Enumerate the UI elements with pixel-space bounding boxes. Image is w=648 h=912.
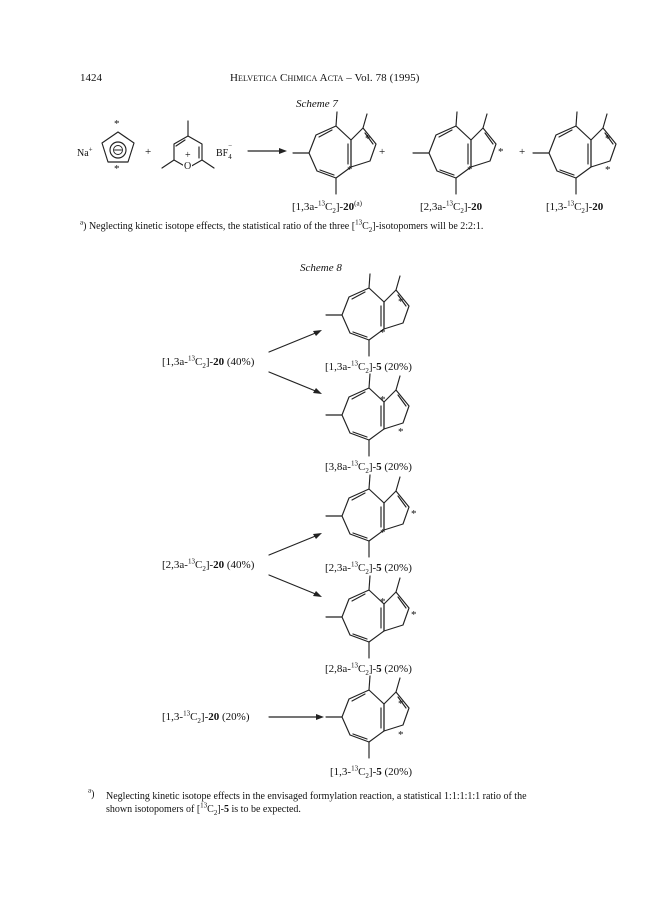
page-number: 1424 (80, 72, 102, 84)
label-star: * (605, 133, 611, 145)
plus-sign: + (145, 146, 152, 158)
pyrylium-oxygen: O (183, 161, 193, 172)
label-star: * (114, 118, 120, 130)
label-star: * (398, 698, 404, 710)
scheme8-product-label-4: [2,8a-13C2]-5 (20%) (325, 661, 412, 678)
scheme7-product-label-2: [2,3a-13C2]-20 (420, 199, 483, 216)
scheme8-footnote-line1: Neglecting kinetic isotope effects in th… (106, 791, 527, 802)
label-star: * (411, 508, 417, 520)
scheme7-footnote: a) Neglecting kinetic isotope effects, t… (80, 218, 484, 234)
scheme8-footnote-line2: shown isotopomers of [13C2]-5 is to be e… (106, 801, 301, 817)
scheme8-product-label-3: [2,3a-13C2]-5 (20%) (325, 560, 412, 577)
scheme8-footnote: Neglecting kinetic isotope effects in th… (106, 790, 576, 817)
scheme8-caption: Scheme 8 (300, 262, 342, 274)
scheme8-source-label-2: [2,3a-13C2]-20 (40%) (162, 557, 255, 574)
scheme8-product-label-1: [1,3a-13C2]-5 (20%) (325, 359, 412, 376)
scheme7-product-label-1: [1,3a-13C2]-20(a) (292, 199, 362, 216)
pyrylium-charge: + (185, 150, 191, 161)
running-head: Helvetica Chimica Acta – Vol. 78 (1995) (230, 72, 420, 84)
label-star: * (347, 164, 353, 176)
label-star: * (411, 609, 417, 621)
plus-sign: + (519, 146, 526, 158)
label-star: * (380, 327, 386, 339)
plus-sign: + (379, 146, 386, 158)
scheme7-caption: Scheme 7 (296, 98, 338, 110)
scheme7-product-label-3: [1,3-13C2]-20 (546, 199, 604, 216)
scheme8-product-label-2: [3,8a-13C2]-5 (20%) (325, 459, 412, 476)
label-star: * (380, 596, 386, 608)
label-star: * (380, 394, 386, 406)
label-star: * (365, 133, 371, 145)
label-star: * (380, 527, 386, 539)
scheme8-source-label-1: [1,3a-13C2]-20 (40%) (162, 354, 255, 371)
journal-volume: – Vol. 78 (1995) (343, 72, 420, 84)
sodium-cation: Na+ (77, 145, 93, 159)
journal-name: Helvetica Chimica Acta (230, 72, 344, 84)
scheme8-footnote-mark: a) (88, 786, 95, 800)
label-star: * (498, 146, 504, 158)
scheme8-product-label-5: [1,3-13C2]-5 (20%) (330, 764, 412, 781)
label-star: * (398, 729, 404, 741)
label-star: * (114, 163, 120, 175)
label-star: * (398, 296, 404, 308)
label-star: * (467, 164, 473, 176)
label-star: * (398, 426, 404, 438)
label-star: * (605, 164, 611, 176)
scheme8-source-label-3: [1,3-13C2]-20 (20%) (162, 709, 250, 726)
